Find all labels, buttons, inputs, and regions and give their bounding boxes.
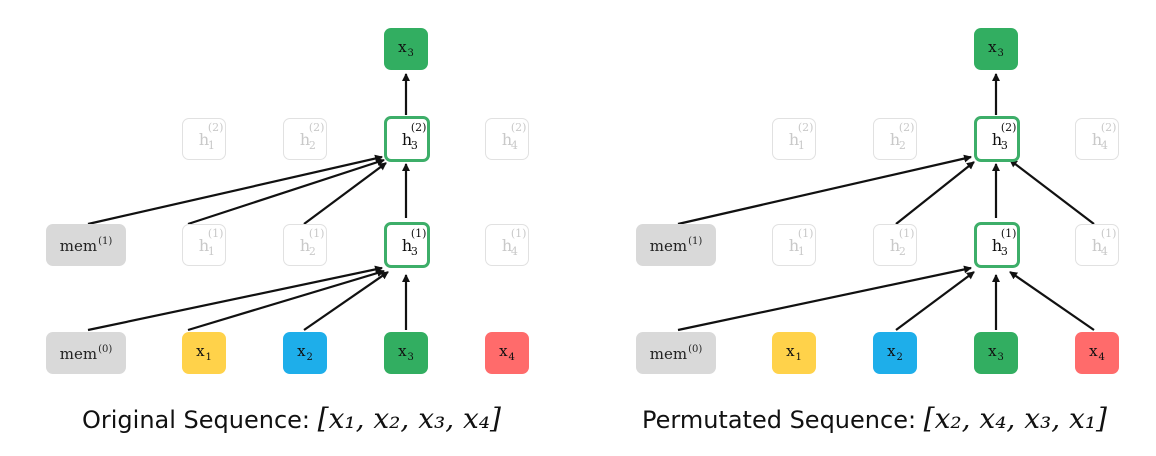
input-token-x4: x4 [1075,332,1119,374]
input-token-x3: x3 [384,332,428,374]
edge [895,271,975,331]
memory-node-layer1: mem(1) [636,224,716,266]
active-hidden-node-layer2: h(2)3 [974,116,1020,162]
hidden-node-layer2: h(2)1 [182,118,226,160]
memory-node-layer0: mem(0) [46,332,126,374]
edge [1009,271,1095,331]
input-token-x1: x1 [772,332,816,374]
caption-permutated: Permutated Sequence: [x₂, x₄, x₃, x₁] [642,402,1107,435]
memory-node-layer1: mem(1) [46,224,126,266]
input-token-x4: x4 [485,332,529,374]
hidden-node-layer1: h(1)1 [772,224,816,266]
memory-node-layer0: mem(0) [636,332,716,374]
hidden-node-layer2: h(2)2 [283,118,327,160]
hidden-node-layer1: h(1)4 [485,224,529,266]
hidden-node-layer1: h(1)2 [873,224,917,266]
edge [303,162,387,225]
hidden-node-layer2: h(2)1 [772,118,816,160]
active-hidden-node-layer2: h(2)3 [384,116,430,162]
edge [1009,159,1095,225]
edge [187,269,385,332]
hidden-node-layer1: h(1)4 [1075,224,1119,266]
panel-permutated-sequence: x3 h(2)1 h(2)2 h(2)3 h(2)4 mem(1) h(1)1 … [578,0,1156,456]
hidden-node-layer2: h(2)2 [873,118,917,160]
edge [87,154,383,226]
edge [187,158,385,226]
input-token-x1: x1 [182,332,226,374]
output-node: x3 [384,28,428,70]
input-token-x2: x2 [283,332,327,374]
active-hidden-node-layer1: h(1)3 [384,222,430,268]
edge [677,154,972,226]
hidden-node-layer1: h(1)1 [182,224,226,266]
edge [677,265,972,332]
edge [87,265,383,332]
input-token-x2: x2 [873,332,917,374]
attention-edges [677,73,1095,332]
hidden-node-layer1: h(1)2 [283,224,327,266]
hidden-node-layer2: h(2)4 [485,118,529,160]
output-label: x3 [398,37,414,59]
output-node: x3 [974,28,1018,70]
edge [303,271,389,331]
active-hidden-node-layer1: h(1)3 [974,222,1020,268]
input-token-x3: x3 [974,332,1018,374]
caption-original: Original Sequence: [x₁, x₂, x₃, x₄] [82,402,501,435]
hidden-node-layer2: h(2)4 [1075,118,1119,160]
attention-edges [87,73,410,332]
edge [895,161,975,225]
panel-original-sequence: x3 h(2)1 h(2)2 h(2)3 h(2)4 mem(1) h(1)1 … [46,28,529,435]
